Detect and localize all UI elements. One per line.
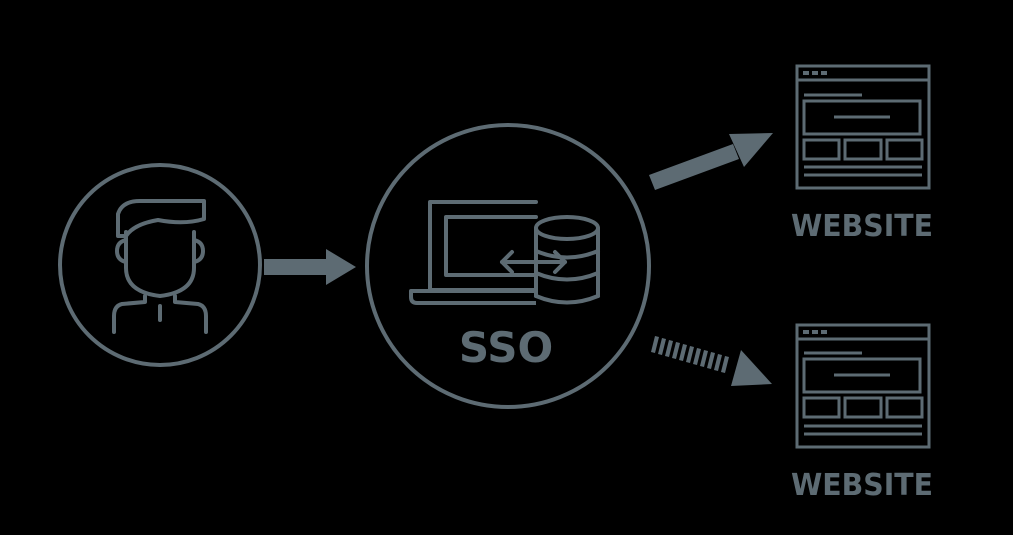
sso-node: SSO bbox=[365, 123, 651, 409]
website-top-label: WEBSITE bbox=[791, 209, 933, 244]
database-icon bbox=[534, 215, 600, 306]
website-bottom-node: WEBSITE bbox=[791, 323, 933, 503]
webpage-icon bbox=[795, 64, 931, 190]
website-top-node: WEBSITE bbox=[791, 64, 933, 244]
laptop-base bbox=[409, 289, 538, 305]
user-circle bbox=[58, 163, 262, 367]
laptop-database-icon bbox=[409, 200, 600, 306]
sso-circle bbox=[365, 123, 651, 409]
arrow-user-to-sso bbox=[264, 249, 356, 285]
arrow-top-head bbox=[729, 133, 773, 167]
sso-label: SSO bbox=[459, 323, 553, 372]
webpage-icon bbox=[795, 323, 931, 449]
browser-dots bbox=[803, 330, 827, 334]
user-icon bbox=[112, 199, 208, 334]
arrow-sso-to-website-top bbox=[649, 133, 773, 190]
arrow-top-shaft bbox=[649, 144, 739, 190]
arrow-sso-to-website-bottom bbox=[651, 336, 772, 386]
website-bottom-label: WEBSITE bbox=[791, 468, 933, 503]
arrow-user-to-sso-head bbox=[326, 249, 356, 285]
browser-dots bbox=[803, 71, 827, 75]
user-node bbox=[58, 163, 262, 367]
arrow-bottom-head bbox=[731, 350, 772, 386]
exchange-arrow-icon bbox=[500, 250, 567, 274]
arrow-bottom-dashed-shaft bbox=[651, 336, 729, 373]
arrow-user-to-sso-shaft bbox=[264, 259, 328, 275]
